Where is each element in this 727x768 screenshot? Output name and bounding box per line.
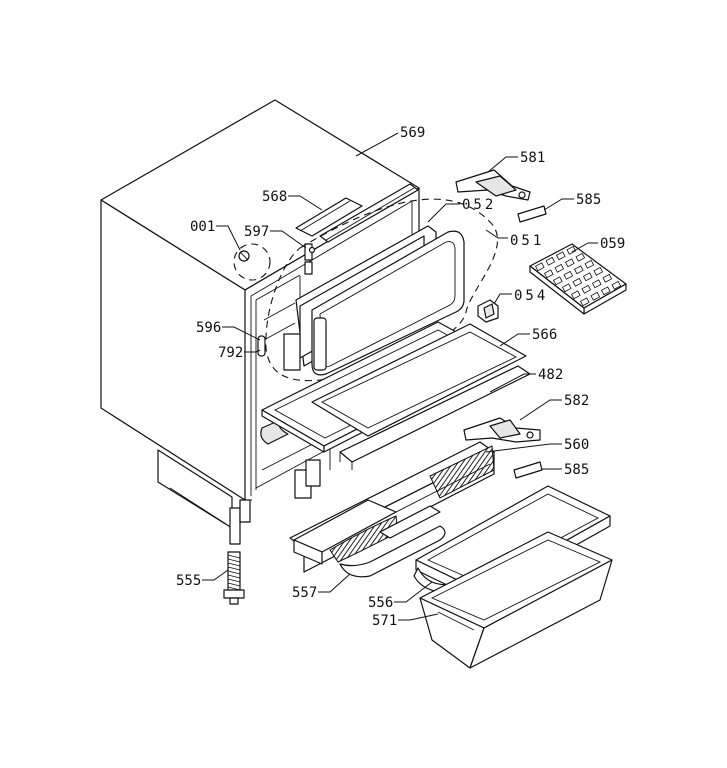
foot-thread <box>227 574 241 579</box>
ice-tray-cell <box>534 262 545 272</box>
part-059-ice-tray <box>529 243 627 315</box>
part-585-cover-bottom <box>513 461 543 479</box>
callout-568: 568 <box>262 189 287 205</box>
ice-tray-cell <box>564 258 575 268</box>
ice-tray-cell <box>584 259 595 269</box>
callout-482: 482 <box>538 367 563 383</box>
part-555-leveling-foot <box>223 551 245 605</box>
callout-557: 557 <box>292 585 317 601</box>
callout-585-bottom: 585 <box>564 462 589 478</box>
part-585-cover-top <box>517 205 547 223</box>
part-581-top-hinge <box>455 169 531 201</box>
foot-thread <box>227 558 241 563</box>
ice-tray-cell <box>561 283 572 293</box>
foot-thread <box>227 566 241 571</box>
callout-569: 569 <box>400 125 425 141</box>
ice-tray-cell <box>579 297 590 307</box>
callout-052: 052 <box>462 197 496 213</box>
callout-560: 560 <box>564 437 589 453</box>
ice-tray-cell <box>572 277 583 287</box>
ice-tray-cell <box>602 273 613 283</box>
callout-059: 059 <box>600 236 625 252</box>
ice-tray-cell <box>545 256 556 266</box>
ice-tray-cell <box>593 266 604 276</box>
callout-566: 566 <box>532 327 557 343</box>
ice-tray-cell <box>600 286 611 296</box>
foot-thread <box>227 570 241 575</box>
callout-555: 555 <box>176 573 201 589</box>
part-557-drawer-front <box>293 499 446 578</box>
foot-thread <box>227 578 241 583</box>
ice-tray-cell <box>554 263 565 273</box>
ice-tray-cell <box>570 290 581 300</box>
ice-tray-cell <box>582 272 593 282</box>
callout-582: 582 <box>564 393 589 409</box>
ice-tray-cell <box>566 245 577 255</box>
foot-thread <box>227 582 241 587</box>
ice-tray-cell <box>611 280 622 290</box>
callout-585-top: 585 <box>576 192 601 208</box>
ice-tray-cell <box>552 276 563 286</box>
ice-tray-cell <box>590 291 601 301</box>
callout-597: 597 <box>244 224 269 240</box>
callout-054: 054 <box>514 288 548 304</box>
callout-051: 051 <box>510 233 544 249</box>
callout-581: 581 <box>520 150 545 166</box>
callout-001: 001 <box>190 219 215 235</box>
ice-tray-cell <box>555 251 566 261</box>
ice-tray-cell <box>575 252 586 262</box>
part-582-bottom-hinge <box>463 417 541 443</box>
ice-tray-cell <box>543 269 554 279</box>
ice-tray-cell <box>573 265 584 275</box>
part-597-clip <box>304 243 316 275</box>
callout-571: 571 <box>372 613 397 629</box>
ice-tray-cell <box>591 279 602 289</box>
callout-556: 556 <box>368 595 393 611</box>
part-571-bottom-bin <box>419 531 613 669</box>
ice-tray-cell <box>563 270 574 280</box>
foot-thread <box>227 562 241 567</box>
foot-thread <box>227 554 241 559</box>
leader-lines <box>202 132 598 621</box>
callout-792: 792 <box>218 345 243 361</box>
callout-labels: 569 568 001 597 052 051 581 585 059 054 … <box>176 125 625 629</box>
part-482-shelf-frame <box>311 323 531 470</box>
ice-tray-cell <box>581 284 592 294</box>
callout-596: 596 <box>196 320 221 336</box>
part-001-screw <box>233 243 271 281</box>
part-054-clip <box>477 299 499 323</box>
